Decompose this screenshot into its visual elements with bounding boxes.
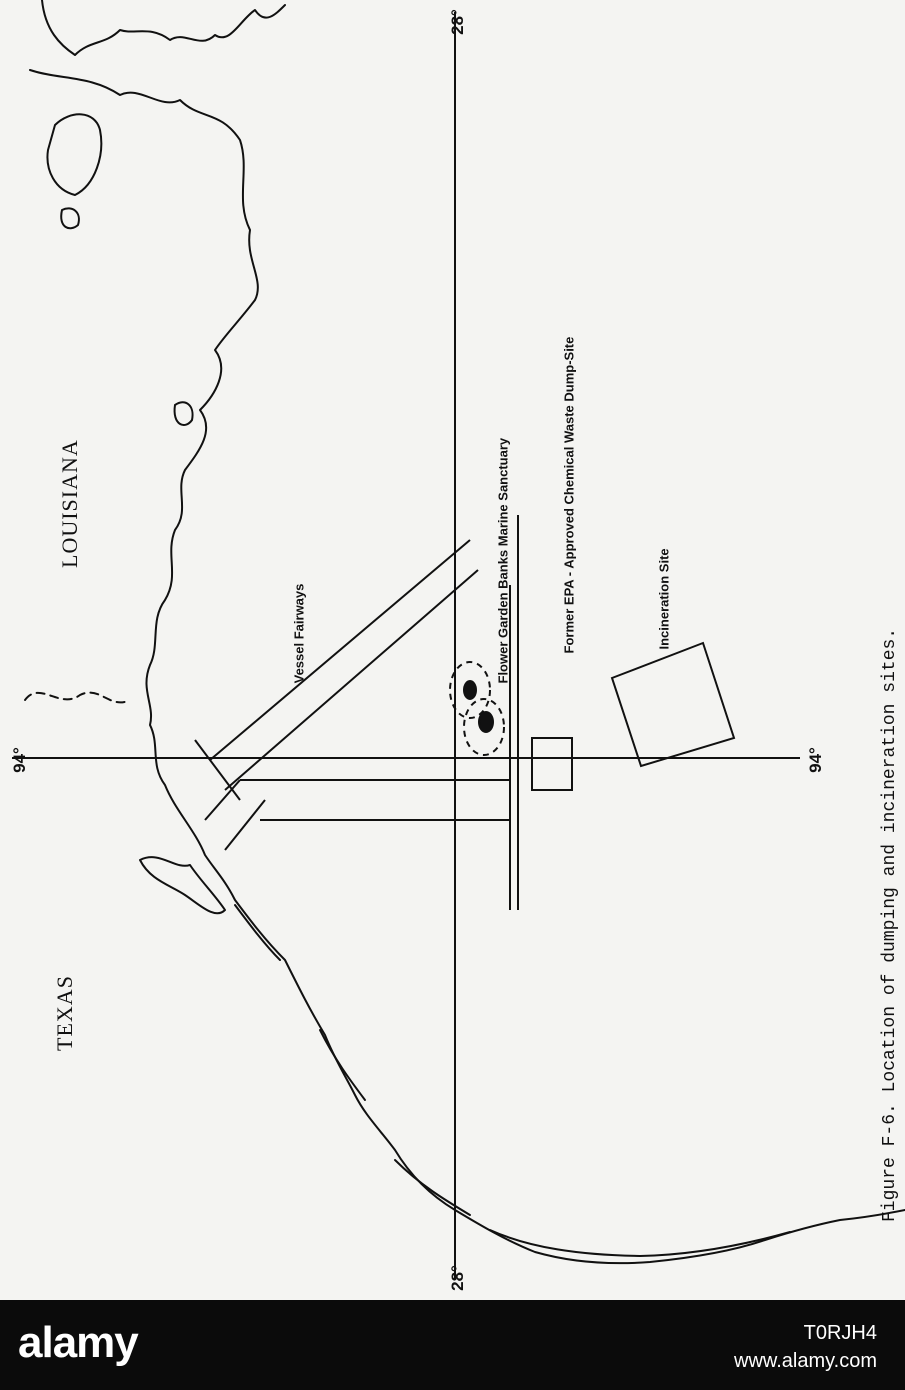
watermark-logo: alamy	[18, 1318, 139, 1367]
longitude-top-label: 94°	[10, 747, 29, 773]
fairway-diagonal-2	[224, 569, 479, 791]
latitude-bottom-label: 28°	[448, 1265, 467, 1291]
barrier-island-3	[489, 1229, 791, 1257]
fairway-approach-2	[204, 779, 241, 821]
fairway-diagonal-1	[209, 539, 471, 761]
lake-3	[173, 401, 194, 426]
texas-label: TEXAS	[52, 975, 77, 1051]
former-epa-dump-site	[531, 737, 573, 791]
watermark-url: www.alamy.com	[734, 1350, 877, 1372]
fairway-approach-3	[224, 799, 266, 851]
watermark-bar	[0, 1300, 905, 1390]
lake-2	[60, 207, 80, 230]
lake-1	[46, 113, 103, 196]
sabine-river	[24, 691, 131, 704]
flower-garden-label: Flower Garden Banks Marine Sanctuary	[495, 437, 511, 684]
former-epa-label: Former EPA - Approved Chemical Waste Dum…	[561, 336, 577, 654]
flower-garden-bank-west-core	[478, 711, 494, 733]
vessel-fairways-label: Vessel Fairways	[291, 583, 307, 684]
flower-garden-bank-east	[449, 661, 491, 719]
barrier-island-4	[234, 904, 281, 961]
gulf-coast-map	[12, 0, 905, 1280]
barrier-island-2	[394, 1159, 471, 1216]
longitude-bottom-label: 94°	[806, 747, 825, 773]
flower-garden-bank-east-core	[463, 680, 477, 700]
flower-garden-bank-west	[463, 698, 505, 756]
map-page: LOUISIANA TEXAS Vessel Fairways Flower G…	[0, 0, 905, 1300]
figure-caption: Figure F-6. Location of dumping and inci…	[880, 627, 900, 1222]
incineration-site	[610, 641, 736, 768]
incineration-site-label: Incineration Site	[656, 548, 672, 650]
latitude-top-label: 28°	[448, 9, 467, 35]
inlet-galveston	[139, 856, 226, 915]
barrier-island-1	[319, 1029, 366, 1101]
fairway-approach-1	[194, 739, 241, 801]
louisiana-label: LOUISIANA	[57, 439, 82, 568]
watermark-image-id: T0RJH4	[803, 1322, 877, 1344]
coastline	[29, 0, 905, 1265]
